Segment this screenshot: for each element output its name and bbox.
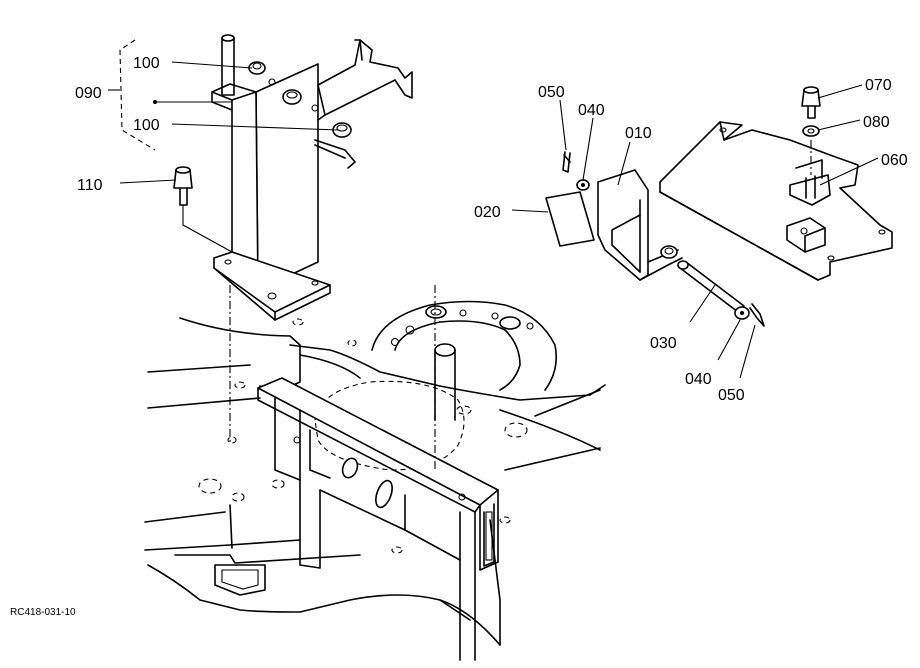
label-060: 060 xyxy=(881,152,908,169)
label-070: 070 xyxy=(865,77,892,94)
label-030: 030 xyxy=(650,335,677,352)
label-100-lower: 100 xyxy=(133,117,160,134)
part-labels: 090 100 100 110 050 040 010 020 030 040 … xyxy=(75,55,908,404)
label-050-upper: 050 xyxy=(538,84,565,101)
base-frame xyxy=(144,285,606,661)
bracket-assembly xyxy=(659,86,893,281)
bolt-110 xyxy=(173,166,233,253)
label-040-upper: 040 xyxy=(578,102,605,119)
label-010: 010 xyxy=(625,125,652,142)
label-080: 080 xyxy=(863,114,890,131)
label-100-upper: 100 xyxy=(133,55,160,72)
label-110: 110 xyxy=(77,177,103,194)
label-040-lower: 040 xyxy=(685,371,712,388)
lever-stand-assembly xyxy=(119,34,413,321)
label-090: 090 xyxy=(75,85,102,102)
reference-code: RC418-031-10 xyxy=(10,607,76,618)
leader-lines xyxy=(108,61,879,379)
label-050-lower: 050 xyxy=(718,387,745,404)
lever-assembly xyxy=(545,151,765,327)
label-020: 020 xyxy=(474,204,501,221)
